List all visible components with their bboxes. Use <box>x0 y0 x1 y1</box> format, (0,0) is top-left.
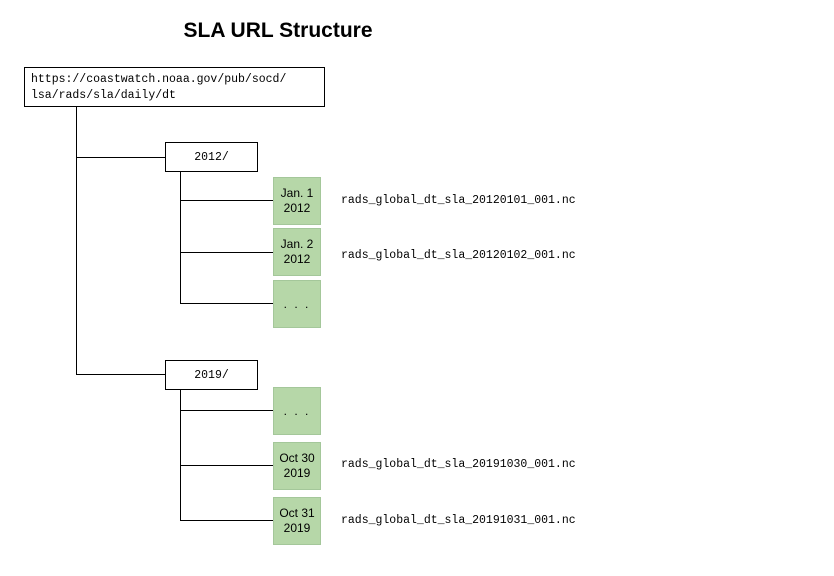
ellipsis-text: . . . <box>283 403 311 418</box>
branch-line-oct31 <box>180 520 273 521</box>
branch-line-jan2 <box>180 252 273 253</box>
day-node-line-1: Jan. 2 <box>280 237 314 251</box>
day-node-line-1: Oct 30 <box>279 451 315 465</box>
day-node-line-1: Oct 31 <box>279 506 315 520</box>
root-url-line-2: lsa/rads/sla/daily/dt <box>31 89 176 102</box>
folder-trunk-2012 <box>180 172 181 304</box>
day-node-oct30-2019: Oct 30 2019 <box>273 442 321 490</box>
day-node-jan1-2012: Jan. 1 2012 <box>273 177 321 225</box>
diagram-title: SLA URL Structure <box>183 19 373 42</box>
branch-line-2012 <box>76 157 165 158</box>
branch-line-2019-more <box>180 410 273 411</box>
day-node-oct31-2019: Oct 31 2019 <box>273 497 321 545</box>
folder-trunk-2019 <box>180 390 181 521</box>
root-url-box: https://coastwatch.noaa.gov/pub/socd/ ls… <box>24 67 325 107</box>
root-trunk-line <box>76 107 77 375</box>
file-name-20120102: rads_global_dt_sla_20120102_001.nc <box>341 249 576 262</box>
day-node-line-2: 2012 <box>283 252 311 266</box>
day-node-line-2: 2012 <box>283 201 311 215</box>
file-name-20191030: rads_global_dt_sla_20191030_001.nc <box>341 458 576 471</box>
folder-box-2012: 2012/ <box>165 142 258 172</box>
branch-line-oct30 <box>180 465 273 466</box>
root-url-line-1: https://coastwatch.noaa.gov/pub/socd/ <box>31 73 287 86</box>
day-node-line-2: 2019 <box>283 466 311 480</box>
folder-label-2012: 2012/ <box>194 150 229 164</box>
folder-label-2019: 2019/ <box>194 368 229 382</box>
day-node-line-1: Jan. 1 <box>280 186 314 200</box>
folder-box-2019: 2019/ <box>165 360 258 390</box>
file-name-20191031: rads_global_dt_sla_20191031_001.nc <box>341 514 576 527</box>
branch-line-2019 <box>76 374 165 375</box>
ellipsis-text: . . . <box>283 296 311 311</box>
file-name-20120101: rads_global_dt_sla_20120101_001.nc <box>341 194 576 207</box>
day-node-line-2: 2019 <box>283 521 311 535</box>
day-node-jan2-2012: Jan. 2 2012 <box>273 228 321 276</box>
day-node-more-2012: . . . <box>273 280 321 328</box>
branch-line-jan1 <box>180 200 273 201</box>
branch-line-2012-more <box>180 303 273 304</box>
day-node-more-2019: . . . <box>273 387 321 435</box>
